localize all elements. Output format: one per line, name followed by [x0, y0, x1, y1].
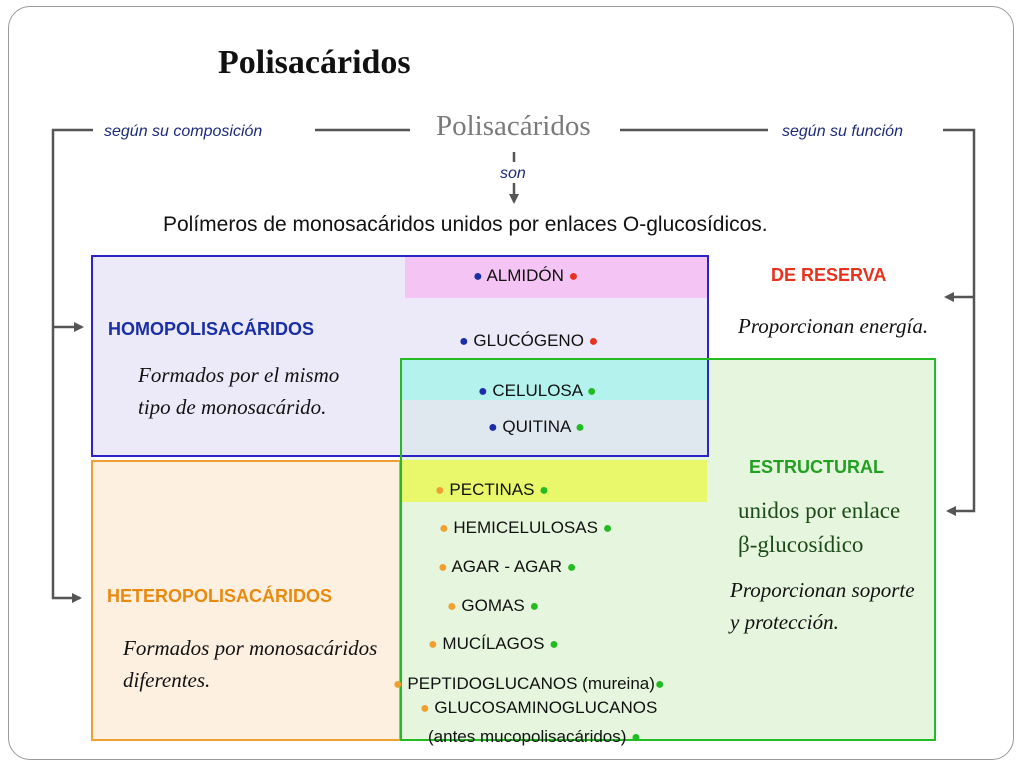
right-bracket-line [943, 128, 976, 516]
estructural-description: Proporcionan soporte y protección. [730, 574, 915, 638]
estructural-heading: ESTRUCTURAL [749, 457, 884, 477]
item-mucilagos-label: MUCÍLAGOS [442, 634, 545, 653]
item-hemicelulosas: ● HEMICELULOSAS ● [439, 518, 612, 538]
item-pectinas-label: PECTINAS [449, 480, 535, 499]
slide-frame [8, 6, 1014, 760]
bullet-right: ● [539, 482, 549, 499]
bullet-left: ● [478, 383, 488, 400]
item-pectinas: ● PECTINAS ● [435, 480, 549, 500]
function-label: según su función [782, 123, 903, 140]
item-glucosaminoglucanos-label: GLUCOSAMINOGLUCANOS [434, 698, 658, 717]
bullet-right: ● [568, 268, 579, 285]
item-glucogeno-label: GLUCÓGENO [473, 331, 584, 350]
bullet-left: ● [393, 676, 403, 693]
bullet-right: ● [566, 559, 577, 576]
page-title: Polisacáridos [218, 44, 411, 81]
estructural-box [400, 358, 936, 741]
bullet-right: ● [602, 520, 613, 537]
bullet-left: ● [439, 520, 449, 537]
heteropolisacaridos-description-line1: Formados por monosacáridos [123, 636, 378, 660]
left-bracket-line [51, 128, 93, 603]
bullet-left: ● [473, 268, 483, 285]
celulosa-band [402, 360, 707, 400]
item-peptidoglucanos: ● PEPTIDOGLUCANOS (mureina)● [393, 674, 665, 694]
estructural-description-line2: y protección. [730, 610, 839, 634]
bullet-left: ● [459, 333, 469, 350]
bullet-right: ● [586, 383, 597, 400]
overlap-fill [402, 400, 707, 455]
heteropolisacaridos-fill [91, 460, 401, 741]
homopolisacaridos-description-line1: Formados por el mismo [138, 363, 340, 387]
bullet-right: ● [529, 598, 540, 615]
bullet-right: ● [654, 676, 665, 693]
heteropolisacaridos-heading: HETEROPOLISACÁRIDOS [107, 586, 333, 606]
item-almidon: ● ALMIDÓN ● [473, 266, 578, 286]
item-glucosaminoglucanos: ● GLUCOSAMINOGLUCANOS [420, 698, 657, 718]
definition-text: Polímeros de monosacáridos unidos por en… [163, 213, 768, 236]
estructural-description-line1: Proporcionan soporte [730, 578, 915, 602]
bullet-left: ● [488, 419, 498, 436]
item-almidon-label: ALMIDÓN [486, 266, 564, 285]
estructural-bond: unidos por enlace β-glucosídico [738, 494, 900, 562]
item-agar-label: AGAR - AGAR [451, 557, 562, 576]
bullet-right: ● [588, 333, 599, 350]
item-peptidoglucanos-label: PEPTIDOGLUCANOS (mureina) [407, 674, 655, 693]
bullet-left: ● [435, 482, 445, 499]
item-hemicelulosas-label: HEMICELULOSAS [453, 518, 598, 537]
bullet-left: ● [447, 598, 457, 615]
reserva-heading: DE RESERVA [771, 265, 887, 285]
pectinas-band [402, 460, 707, 502]
verb-label: son [500, 165, 526, 182]
bullet-left: ● [428, 636, 438, 653]
reserva-description: Proporcionan energía. [738, 314, 929, 338]
central-concept: Polisacáridos [436, 110, 591, 142]
homopolisacaridos-description: Formados por el mismo tipo de monosacári… [138, 359, 339, 423]
bullet-left: ● [438, 559, 448, 576]
bullet-right: ● [631, 729, 641, 746]
estructural-bond-line1: unidos por enlace [738, 498, 901, 523]
item-gomas-label: GOMAS [461, 596, 525, 615]
composition-label: según su composición [104, 123, 263, 140]
item-celulosa-label: CELULOSA [492, 381, 583, 400]
heteropolisacaridos-description-line2: diferentes. [123, 668, 211, 692]
bullet-left: ● [420, 700, 430, 717]
bullet-right: ● [575, 419, 585, 436]
item-quitina: ● QUITINA ● [488, 417, 585, 437]
item-glucosaminoglucanos-note: (antes mucopolisacáridos) ● [428, 727, 641, 747]
item-quitina-label: QUITINA [502, 417, 571, 436]
bullet-right: ● [549, 636, 559, 653]
item-gomas: ● GOMAS ● [447, 596, 539, 616]
item-glucogeno: ● GLUCÓGENO ● [459, 331, 598, 351]
homopolisacaridos-heading: HOMOPOLISACÁRIDOS [108, 319, 315, 339]
estructural-bond-line2: β-glucosídico [738, 532, 864, 557]
item-mucilagos: ● MUCÍLAGOS ● [428, 634, 559, 654]
item-glucosaminoglucanos-note-label: (antes mucopolisacáridos) [428, 727, 627, 746]
homopolisacaridos-description-line2: tipo de monosacárido. [138, 395, 327, 419]
item-celulosa: ● CELULOSA ● [478, 381, 597, 401]
almidon-band [405, 255, 707, 298]
heteropolisacaridos-description: Formados por monosacáridos diferentes. [123, 632, 377, 696]
item-agar: ● AGAR - AGAR ● [438, 557, 576, 577]
